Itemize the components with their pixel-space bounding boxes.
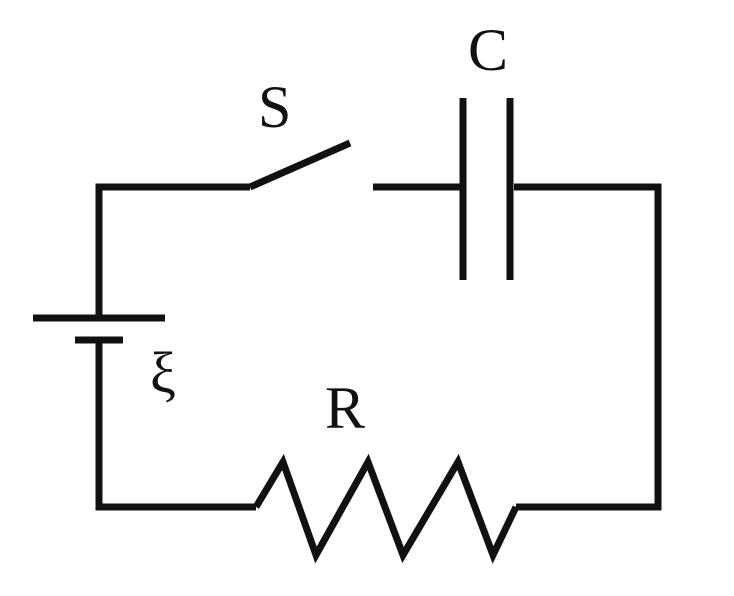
capacitor-label: C [468, 17, 508, 83]
resistor-zigzag [252, 453, 520, 564]
wire-right [514, 183, 662, 511]
switch-blade [248, 139, 352, 191]
wire-left-bottom [95, 340, 256, 511]
battery-label: ξ [150, 340, 176, 405]
wire-left-top [95, 183, 250, 318]
switch-label: S [258, 74, 291, 140]
resistor-label: R [325, 375, 365, 441]
